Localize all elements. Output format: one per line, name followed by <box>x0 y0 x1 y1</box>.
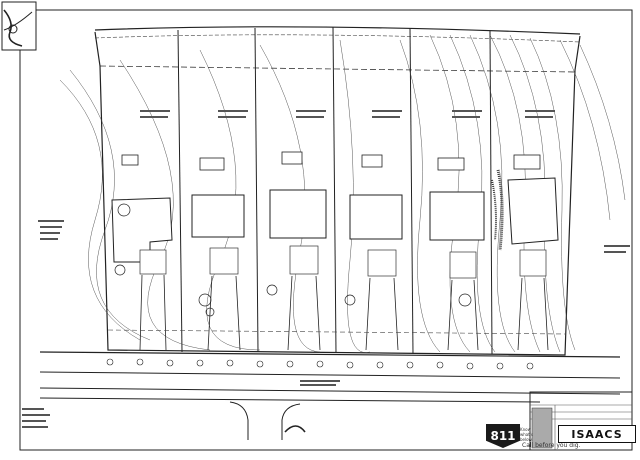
front-property-line <box>39 351 621 358</box>
firm-logo: ISAACS <box>558 425 636 443</box>
vicinity-map <box>1 1 37 51</box>
lot-lines <box>177 26 493 355</box>
building-footprints <box>111 177 559 263</box>
frontage-road <box>39 371 621 440</box>
dig-safe-note: Know what's below. <box>520 427 534 442</box>
street-trees <box>106 358 534 370</box>
contour-lines <box>59 34 626 353</box>
steep-slope-hatch <box>491 169 504 251</box>
dig-safe-call: Call before you dig. <box>522 442 581 449</box>
front-setback-line <box>107 329 566 335</box>
accessory-structures <box>121 151 541 171</box>
title-block-stamp <box>531 407 553 449</box>
sheet-border <box>19 9 633 451</box>
driveways <box>139 274 549 351</box>
title-block <box>529 391 633 451</box>
trees <box>114 203 472 317</box>
rear-boundary-line <box>94 26 581 35</box>
annotation-marks <box>22 110 630 428</box>
site-boundary <box>94 31 581 356</box>
garage-footprints <box>139 245 547 279</box>
